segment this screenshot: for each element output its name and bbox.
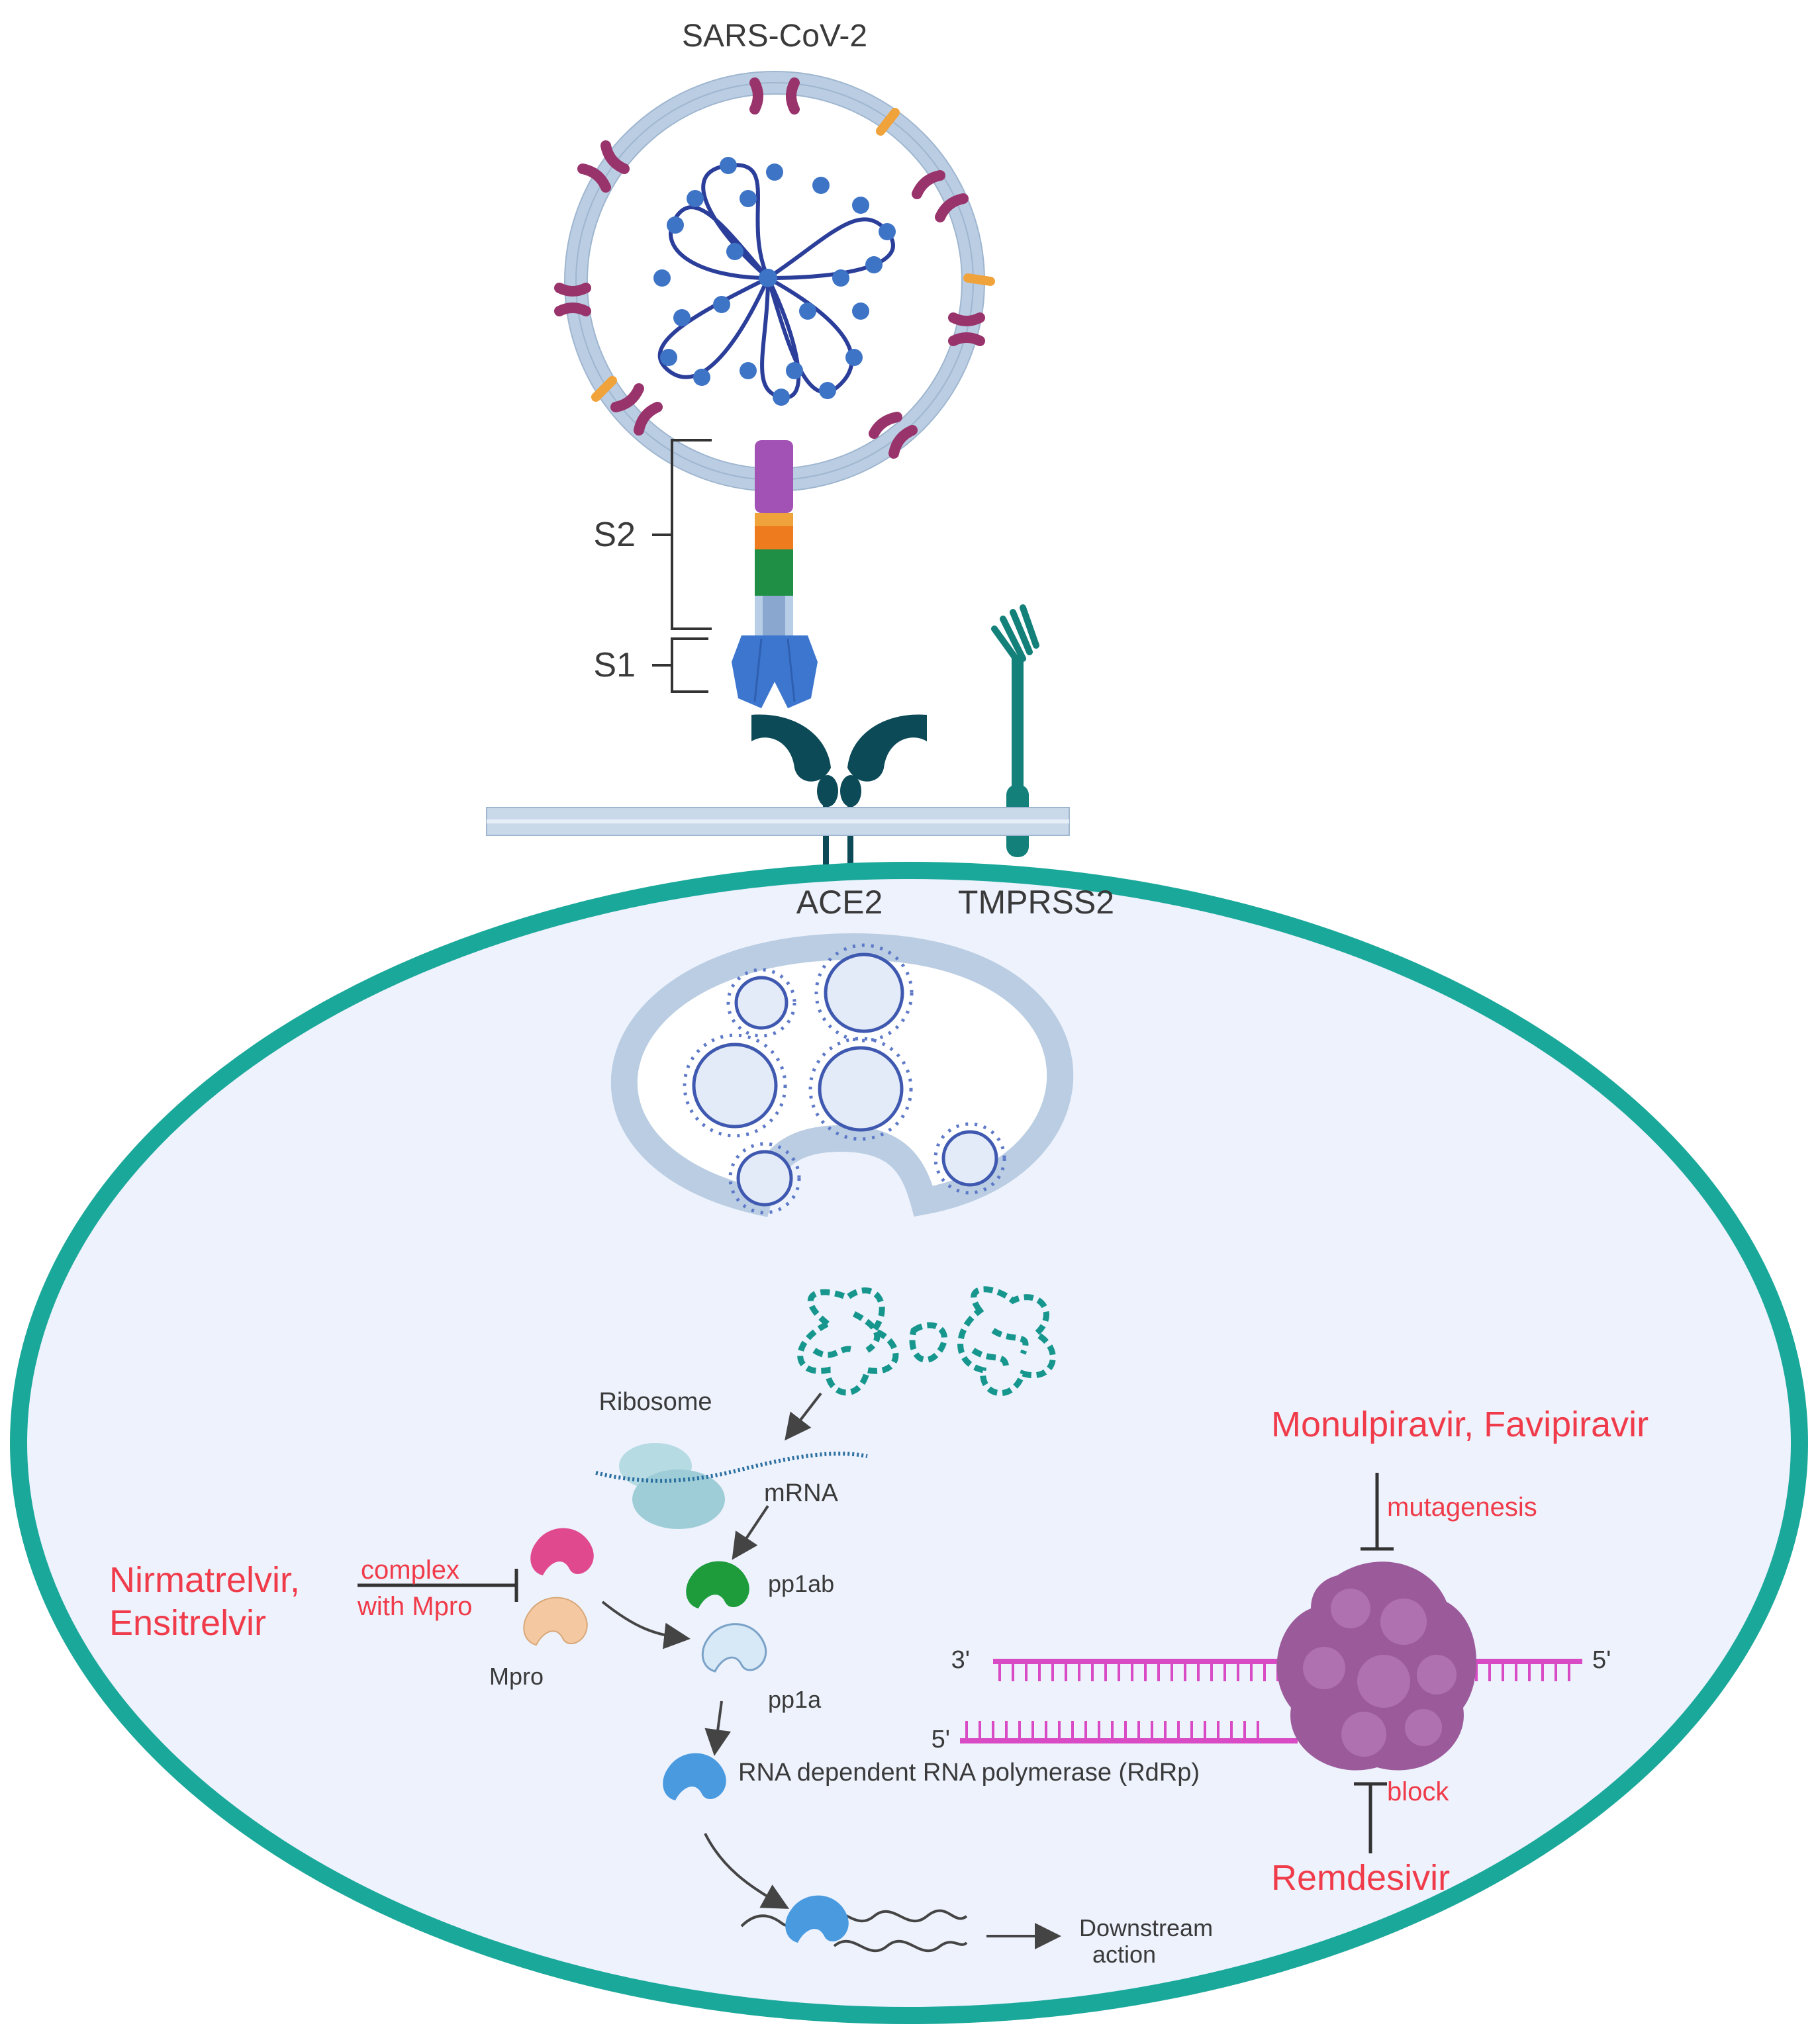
pp1a-protein xyxy=(701,1623,767,1673)
replicating-rna xyxy=(740,1895,968,1953)
ribosome-label: Ribosome xyxy=(598,1388,712,1416)
pp1ab-label: pp1ab xyxy=(768,1570,834,1597)
rdrp-protein xyxy=(663,1753,726,1800)
with-mpro-label: with Mpro xyxy=(357,1592,472,1621)
ensitrelvir-label: Ensitrelvir xyxy=(109,1603,266,1643)
block-label: block xyxy=(1387,1777,1449,1806)
strand-3-prime-label: 3' xyxy=(951,1646,970,1674)
host-membrane xyxy=(486,807,1070,836)
rdrp-complex xyxy=(1276,1561,1477,1771)
nucleocapsid-dots xyxy=(653,157,896,406)
mpro-protease xyxy=(523,1528,594,1646)
endosome-virions xyxy=(692,952,998,1207)
strand-5-prime-left-label: 5' xyxy=(932,1726,950,1753)
virus-label: SARS-CoV-2 xyxy=(682,19,867,54)
mutagenesis-label: mutagenesis xyxy=(1387,1493,1537,1522)
subunit-brackets xyxy=(652,439,712,693)
envelope-proteins xyxy=(591,108,995,402)
pathway-arrows xyxy=(601,1392,1061,1949)
mpro-label: Mpro xyxy=(489,1663,544,1690)
released-rna xyxy=(797,1286,1056,1396)
remdesivir-label: Remdesivir xyxy=(1271,1858,1450,1898)
tmprss2-label: TMPRSS2 xyxy=(958,884,1114,921)
endosome xyxy=(610,933,1074,1217)
rdrp-label: RNA dependent RNA polymerase (RdRp) xyxy=(738,1759,1200,1787)
nirmatrelvir-label: Nirmatrelvir, xyxy=(109,1560,300,1600)
ace2-receptor xyxy=(751,714,927,867)
mrna-label: mRNA xyxy=(764,1479,839,1507)
spike-rbd xyxy=(732,635,818,708)
spike-protein xyxy=(732,440,818,708)
downstream-label-1: Downstream xyxy=(1079,1914,1213,1941)
downstream-label-2: action xyxy=(1092,1941,1156,1968)
pp1a-label: pp1a xyxy=(768,1686,822,1713)
ace2-label: ACE2 xyxy=(796,884,883,921)
strand-5-prime-right-label: 5' xyxy=(1592,1646,1611,1674)
s1-label: S1 xyxy=(593,646,636,684)
s2-label: S2 xyxy=(593,516,636,554)
surface-spikes xyxy=(554,77,985,459)
rna-ticks xyxy=(965,1661,1570,1741)
pp1ab-protein xyxy=(686,1561,749,1608)
ribosome xyxy=(619,1443,725,1529)
tmprss2-protease xyxy=(991,604,1039,857)
virus-particle: SARS-CoV-2 xyxy=(554,19,995,492)
molnupiravir-favipiravir-label: Monulpiravir, Favipiravir xyxy=(1271,1405,1649,1444)
complex-label: complex xyxy=(361,1556,459,1585)
